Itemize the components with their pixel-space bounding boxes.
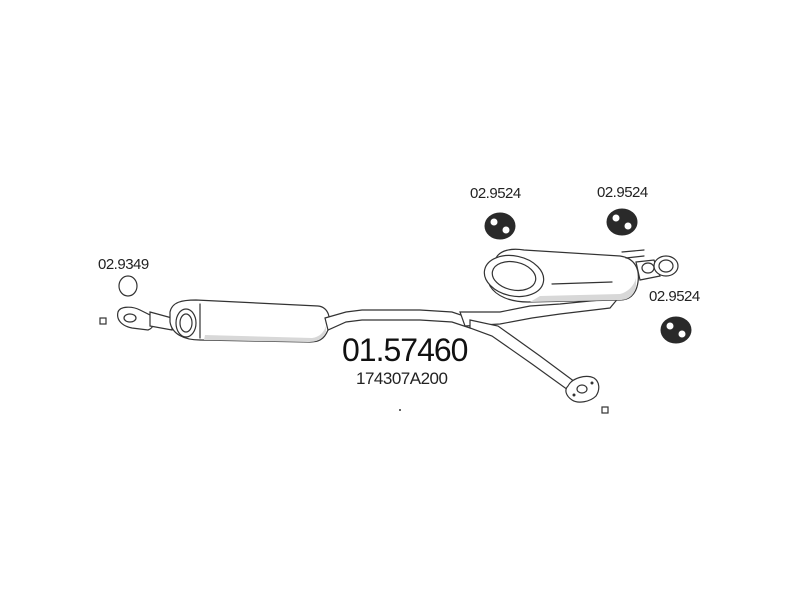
y-pipe-lower[interactable] xyxy=(469,319,583,395)
oem-part-number: 174307A200 xyxy=(356,369,448,388)
hanger-part-label-1: 02.9524 xyxy=(470,185,521,202)
marker-square-right xyxy=(601,406,609,414)
hanger-part-label-3: 02.9524 xyxy=(649,288,700,305)
front-flange[interactable] xyxy=(117,306,155,331)
inlet-pipe[interactable] xyxy=(149,311,173,331)
middle-muffler[interactable] xyxy=(169,299,331,343)
rubber-hanger-2[interactable] xyxy=(606,208,638,236)
main-part-number: 01.57460 xyxy=(342,332,468,368)
rear-flange[interactable] xyxy=(565,375,600,403)
mid-pipe[interactable] xyxy=(324,309,471,331)
hanger-part-label-2: 02.9524 xyxy=(597,184,648,201)
marker-square-left xyxy=(99,317,107,325)
gasket-ring[interactable] xyxy=(118,275,138,297)
rubber-hanger-1[interactable] xyxy=(484,212,516,240)
marker-dot xyxy=(399,409,401,411)
rear-muffler[interactable] xyxy=(480,248,639,303)
tailpipe[interactable] xyxy=(621,249,679,281)
rubber-hanger-3[interactable] xyxy=(660,316,692,344)
gasket-part-label: 02.9349 xyxy=(98,256,149,273)
